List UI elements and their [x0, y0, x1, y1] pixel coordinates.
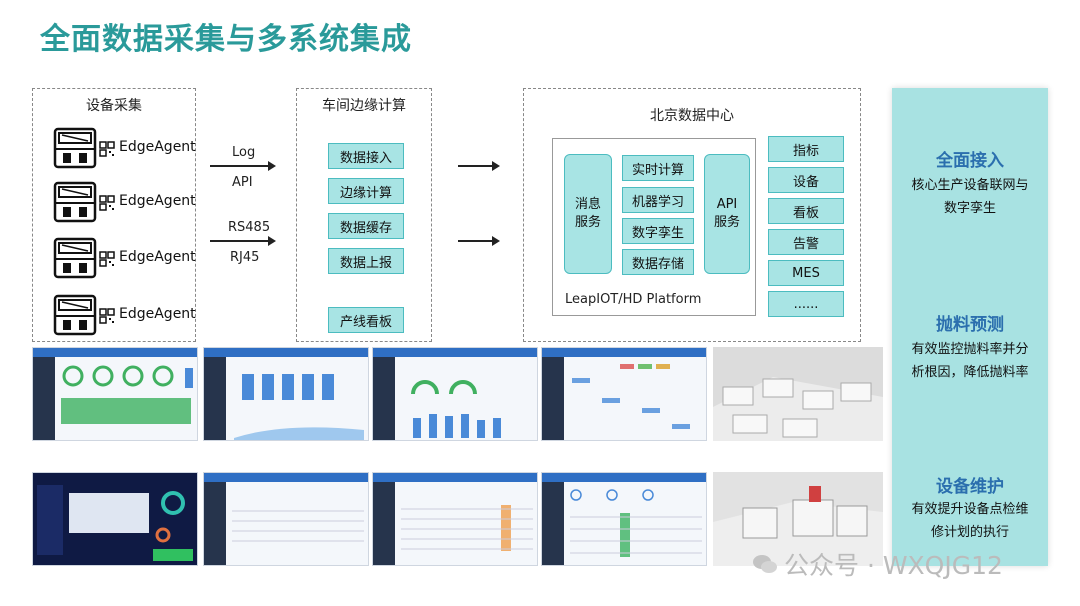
api-service-box: API服务: [704, 154, 750, 274]
edge-item-data-report: 数据上报: [328, 248, 404, 274]
device-row: EdgeAgent: [53, 127, 203, 171]
dashboard-thumbnail: [203, 347, 369, 441]
edge-agent-label: EdgeAgent: [119, 306, 196, 322]
device-row: EdgeAgent: [53, 237, 203, 281]
wechat-icon: [753, 555, 777, 573]
watermark: 公众号 · WXQJG12: [752, 546, 1003, 582]
arrow-label-rs485: RS485: [228, 220, 271, 235]
benefits-sidebar: 全面接入 核心生产设备联网与 数字孪生 抛料预测 有效监控抛料率并分 析根因，降…: [892, 88, 1048, 566]
table-thumbnail: [372, 472, 538, 566]
arrow: [210, 237, 276, 245]
benefit-heading: 全面接入: [936, 151, 1004, 171]
arrow: [458, 162, 500, 170]
edge-agent-label: EdgeAgent: [119, 139, 196, 155]
dashboard-thumbnail: [32, 347, 198, 441]
benefit-text-line: 析根因，降低抛料率: [911, 365, 1029, 380]
factory-equipment-graphic: [713, 472, 883, 566]
edge-item-data-access: 数据接入: [328, 143, 404, 169]
edge-agent-label: EdgeAgent: [119, 249, 196, 265]
benefit-heading: 抛料预测: [936, 315, 1004, 335]
device-row: EdgeAgent: [53, 181, 203, 225]
edge-agent-label: EdgeAgent: [119, 193, 196, 209]
factory-render-graphic: [713, 347, 883, 441]
bar-chart-graphic: [234, 374, 364, 440]
right-item-board: 看板: [768, 198, 844, 224]
watermark-text: 公众号 · WXQJG12: [784, 551, 1003, 580]
core-item-realtime: 实时计算: [622, 155, 694, 181]
gauge-bar-graphic: [411, 380, 501, 438]
table-graphic: [401, 505, 533, 551]
factory-render-image: [713, 347, 883, 441]
dashboard-thumbnail: [32, 472, 198, 566]
benefit-heading: 设备维护: [936, 477, 1004, 497]
benefit-text: 核心生产设备联网与 数字孪生: [892, 174, 1048, 220]
core-item-twin: 数字孪生: [622, 218, 694, 244]
arrow: [210, 162, 276, 170]
datacenter-title: 北京数据中心: [650, 108, 734, 124]
arrow: [458, 237, 500, 245]
right-item-more: ......: [768, 291, 844, 317]
device-section: 设备采集 EdgeAgent: [32, 88, 196, 342]
qr-icon: [99, 195, 115, 211]
core-item-storage: 数据存储: [622, 249, 694, 275]
table-thumbnail: [541, 472, 707, 566]
machine-icon: [53, 127, 97, 169]
qr-icon: [99, 251, 115, 267]
benefit-text: 有效监控抛料率并分 析根因，降低抛料率: [892, 338, 1048, 384]
benefit-text: 有效提升设备点检维 修计划的执行: [892, 498, 1048, 544]
benefit-text-line: 修计划的执行: [930, 525, 1009, 540]
edge-item-edge-compute: 边缘计算: [328, 178, 404, 204]
dashboard-thumbnail: [372, 347, 538, 441]
table-graphic: [570, 489, 702, 557]
benefit-text-line: 有效提升设备点检维: [911, 502, 1029, 517]
machine-icon: [53, 237, 97, 279]
right-item-mes: MES: [768, 260, 844, 286]
benefit-text-line: 数字孪生: [943, 201, 996, 216]
right-item-device: 设备: [768, 167, 844, 193]
page-title: 全面数据采集与多系统集成: [40, 22, 412, 57]
machine-icon: [53, 294, 97, 336]
arrow-label-rj45: RJ45: [230, 250, 260, 265]
device-row: EdgeAgent: [53, 294, 203, 338]
edge-section-title: 车间边缘计算: [322, 98, 406, 114]
arrow-label-log: Log: [232, 145, 256, 160]
benefit-text-line: 有效监控抛料率并分: [911, 342, 1029, 357]
factory-equipment-image: [713, 472, 883, 566]
core-item-ml: 机器学习: [622, 187, 694, 213]
datacenter-section: 北京数据中心: [523, 88, 861, 342]
machine-icon: [53, 181, 97, 223]
arrow-label-api: API: [232, 175, 253, 190]
qr-icon: [99, 141, 115, 157]
edge-section: 车间边缘计算: [296, 88, 432, 342]
right-item-metrics: 指标: [768, 136, 844, 162]
table-thumbnail: [203, 472, 369, 566]
qr-icon: [99, 308, 115, 324]
table-graphic: [232, 510, 364, 542]
device-section-title: 设备采集: [86, 98, 142, 114]
right-item-alarm: 告警: [768, 229, 844, 255]
benefit-text-line: 核心生产设备联网与: [911, 178, 1029, 193]
bigscreen-graphic: [37, 485, 193, 561]
edge-item-data-cache: 数据缓存: [328, 213, 404, 239]
dashboard-thumbnail: [541, 347, 707, 441]
platform-label: LeapIOT/HD Platform: [565, 292, 702, 307]
message-service-box: 消息服务: [564, 154, 612, 274]
flow-graphic: [572, 364, 690, 429]
dashboard-gauges-graphic: [61, 365, 193, 424]
edge-item-line-board: 产线看板: [328, 307, 404, 333]
